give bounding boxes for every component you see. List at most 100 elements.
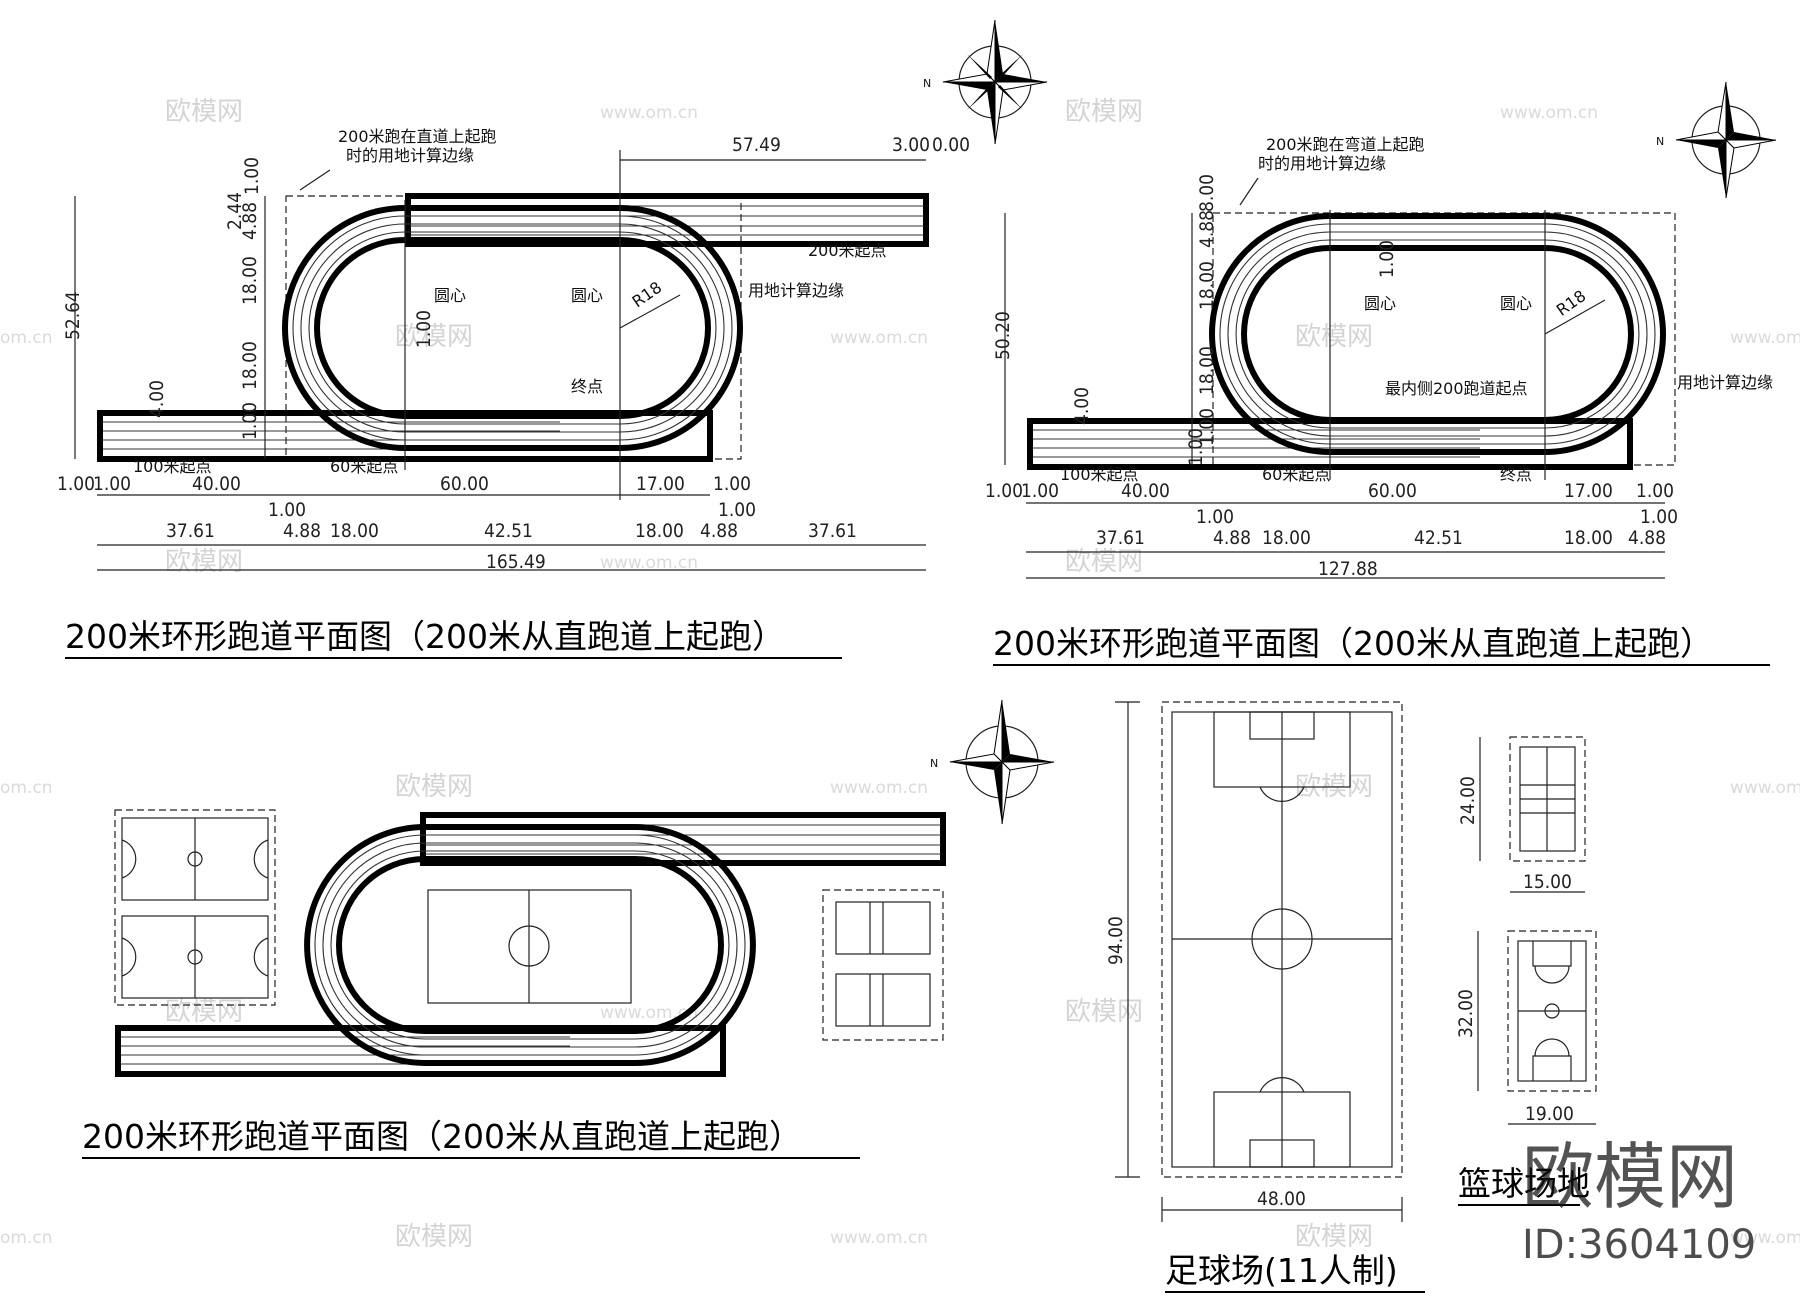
dim-value: 1.00 [985,480,1023,502]
dim-value: 1.00 [1196,408,1218,446]
dim-value: 1.00 [1640,506,1678,528]
center-label: 圆心 [571,286,603,305]
dim-value: 18.00 [330,520,379,542]
dim-value: 40.00 [192,473,241,495]
dim-value: 19.00 [1525,1103,1574,1125]
start-200-label: 200米起点 [808,241,887,260]
tennis-court [822,889,944,1041]
dim-total: 127.88 [1318,558,1378,580]
compass-icon: N [923,19,1048,145]
watermark-url: www.om.cn [600,103,698,123]
dim-value: 18.00 [1196,346,1218,395]
dim-value: 1.00 [93,473,131,495]
straight-track [115,1025,726,1077]
track-plan-3 [114,809,946,1077]
dim-value: 60.00 [1368,480,1417,502]
watermark-brand: 欧模网 [1295,1222,1373,1252]
dim-value: 3.00 [892,134,930,156]
watermark-url: om.cn [0,778,53,798]
brand-watermark: 欧模网 [1522,1135,1738,1219]
dim-value: 4.00 [1071,387,1093,425]
dim-value: 1.00 [1021,480,1059,502]
start-60-label: 60米起点 [330,457,398,476]
compass-icon: N [1656,81,1777,199]
dim-value: 4.88 [283,520,321,542]
football-field [1115,701,1403,1222]
compass-icon: N [930,699,1055,825]
dim-value: 48.00 [1257,1188,1306,1210]
finish-label: 终点 [571,377,603,396]
start-100-label: 100米起点 [1060,465,1139,484]
basketball-title: 篮球场地 [1458,1164,1590,1203]
compass-letter: N [923,77,931,90]
dim-value: 8.00 [1196,174,1218,212]
watermark-brand: 欧模网 [395,772,473,802]
watermark-url: www.om.cn [1730,1228,1800,1248]
dim-value: 1.00 [241,157,263,195]
dim-value: 18.00 [635,520,684,542]
watermark-url: www.om.cn [1730,328,1800,348]
watermark-url: www.om.cn [1730,778,1800,798]
dim-value: 1.00 [1185,428,1207,466]
start-100-label: 100米起点 [133,457,212,476]
center-label: 圆心 [1364,294,1396,313]
dim-value: 4.88 [700,520,738,542]
track-plan-1 [74,150,929,571]
dim-value: 37.61 [808,520,857,542]
dim-value: 18.00 [1262,527,1311,549]
dim-value: 4.88 [239,202,261,240]
dim-total: 165.49 [486,551,546,573]
dim-value: 42.51 [484,520,533,542]
plan-title: 200米环形跑道平面图（200米从直跑道上起跑） [993,624,1713,663]
dim-value: 18.00 [239,341,261,390]
compass-letter: N [1656,135,1664,148]
watermark-url: om.cn [0,328,53,348]
center-label: 圆心 [1500,294,1532,313]
watermark-brand: 欧模网 [395,1222,473,1252]
dim-value: 4.88 [1628,527,1666,549]
dim-value: 1.00 [1636,480,1674,502]
watermark-brand: 欧模网 [165,97,243,127]
note-line: 200米跑在弯道上起跑 [1266,135,1425,154]
radius-label: R18 [1553,286,1590,320]
dim-value: 17.00 [1564,480,1613,502]
football-title: 足球场(11人制) [1165,1251,1398,1290]
note-line: 200米跑在直道上起跑 [338,127,497,146]
basketball-courts [1477,736,1597,1125]
start-60-label: 60米起点 [1262,465,1330,484]
watermark-brand: 欧模网 [165,997,243,1027]
top-straight-track [420,812,946,866]
watermark-url: www.om.cn [600,1003,698,1023]
watermark-brand: 欧模网 [165,547,243,577]
dim-value: 4.88 [1213,527,1251,549]
watermark-url: www.om.cn [830,778,928,798]
track-plan-2 [1004,177,1676,579]
dim-value: 1.00 [413,310,435,348]
id-watermark: ID:3604109 [1522,1222,1756,1268]
oval-inner [336,856,724,1034]
dim-value: 1.00 [713,473,751,495]
dim-value: 0.00 [932,134,970,156]
boundary-label: 用地计算边缘 [1677,373,1773,392]
dim-value: 94.00 [1105,916,1127,965]
center-label: 圆心 [434,286,466,305]
start-label: 最内侧200跑道起点 [1385,379,1528,398]
note-line: 时的用地计算边缘 [1258,154,1386,173]
watermark-layer: 欧模网 www.om.cn 欧模网 www.om.cn om.cn 欧模网 ww… [0,97,1800,1252]
plan-title: 200米环形跑道平面图（200米从直跑道上起跑） [65,617,785,656]
dim-value: 18.00 [1196,261,1218,310]
dim-value: 17.00 [636,473,685,495]
dim-value: 1.00 [57,473,95,495]
dim-value: 1.00 [239,402,261,440]
basketball-court [114,809,276,1006]
note-line: 时的用地计算边缘 [346,146,474,165]
dim-value: 1.00 [718,499,756,521]
watermark-brand: 欧模网 [395,322,473,352]
dim-value: 18.00 [1564,527,1613,549]
watermark-brand: 欧模网 [1065,97,1143,127]
dim-value: 57.49 [732,134,781,156]
watermark-brand: 欧模网 [1065,997,1143,1027]
dim-value: 37.61 [1096,527,1145,549]
dim-value: 15.00 [1523,871,1572,893]
plan-title: 200米环形跑道平面图（200米从直跑道上起跑） [82,1117,802,1156]
